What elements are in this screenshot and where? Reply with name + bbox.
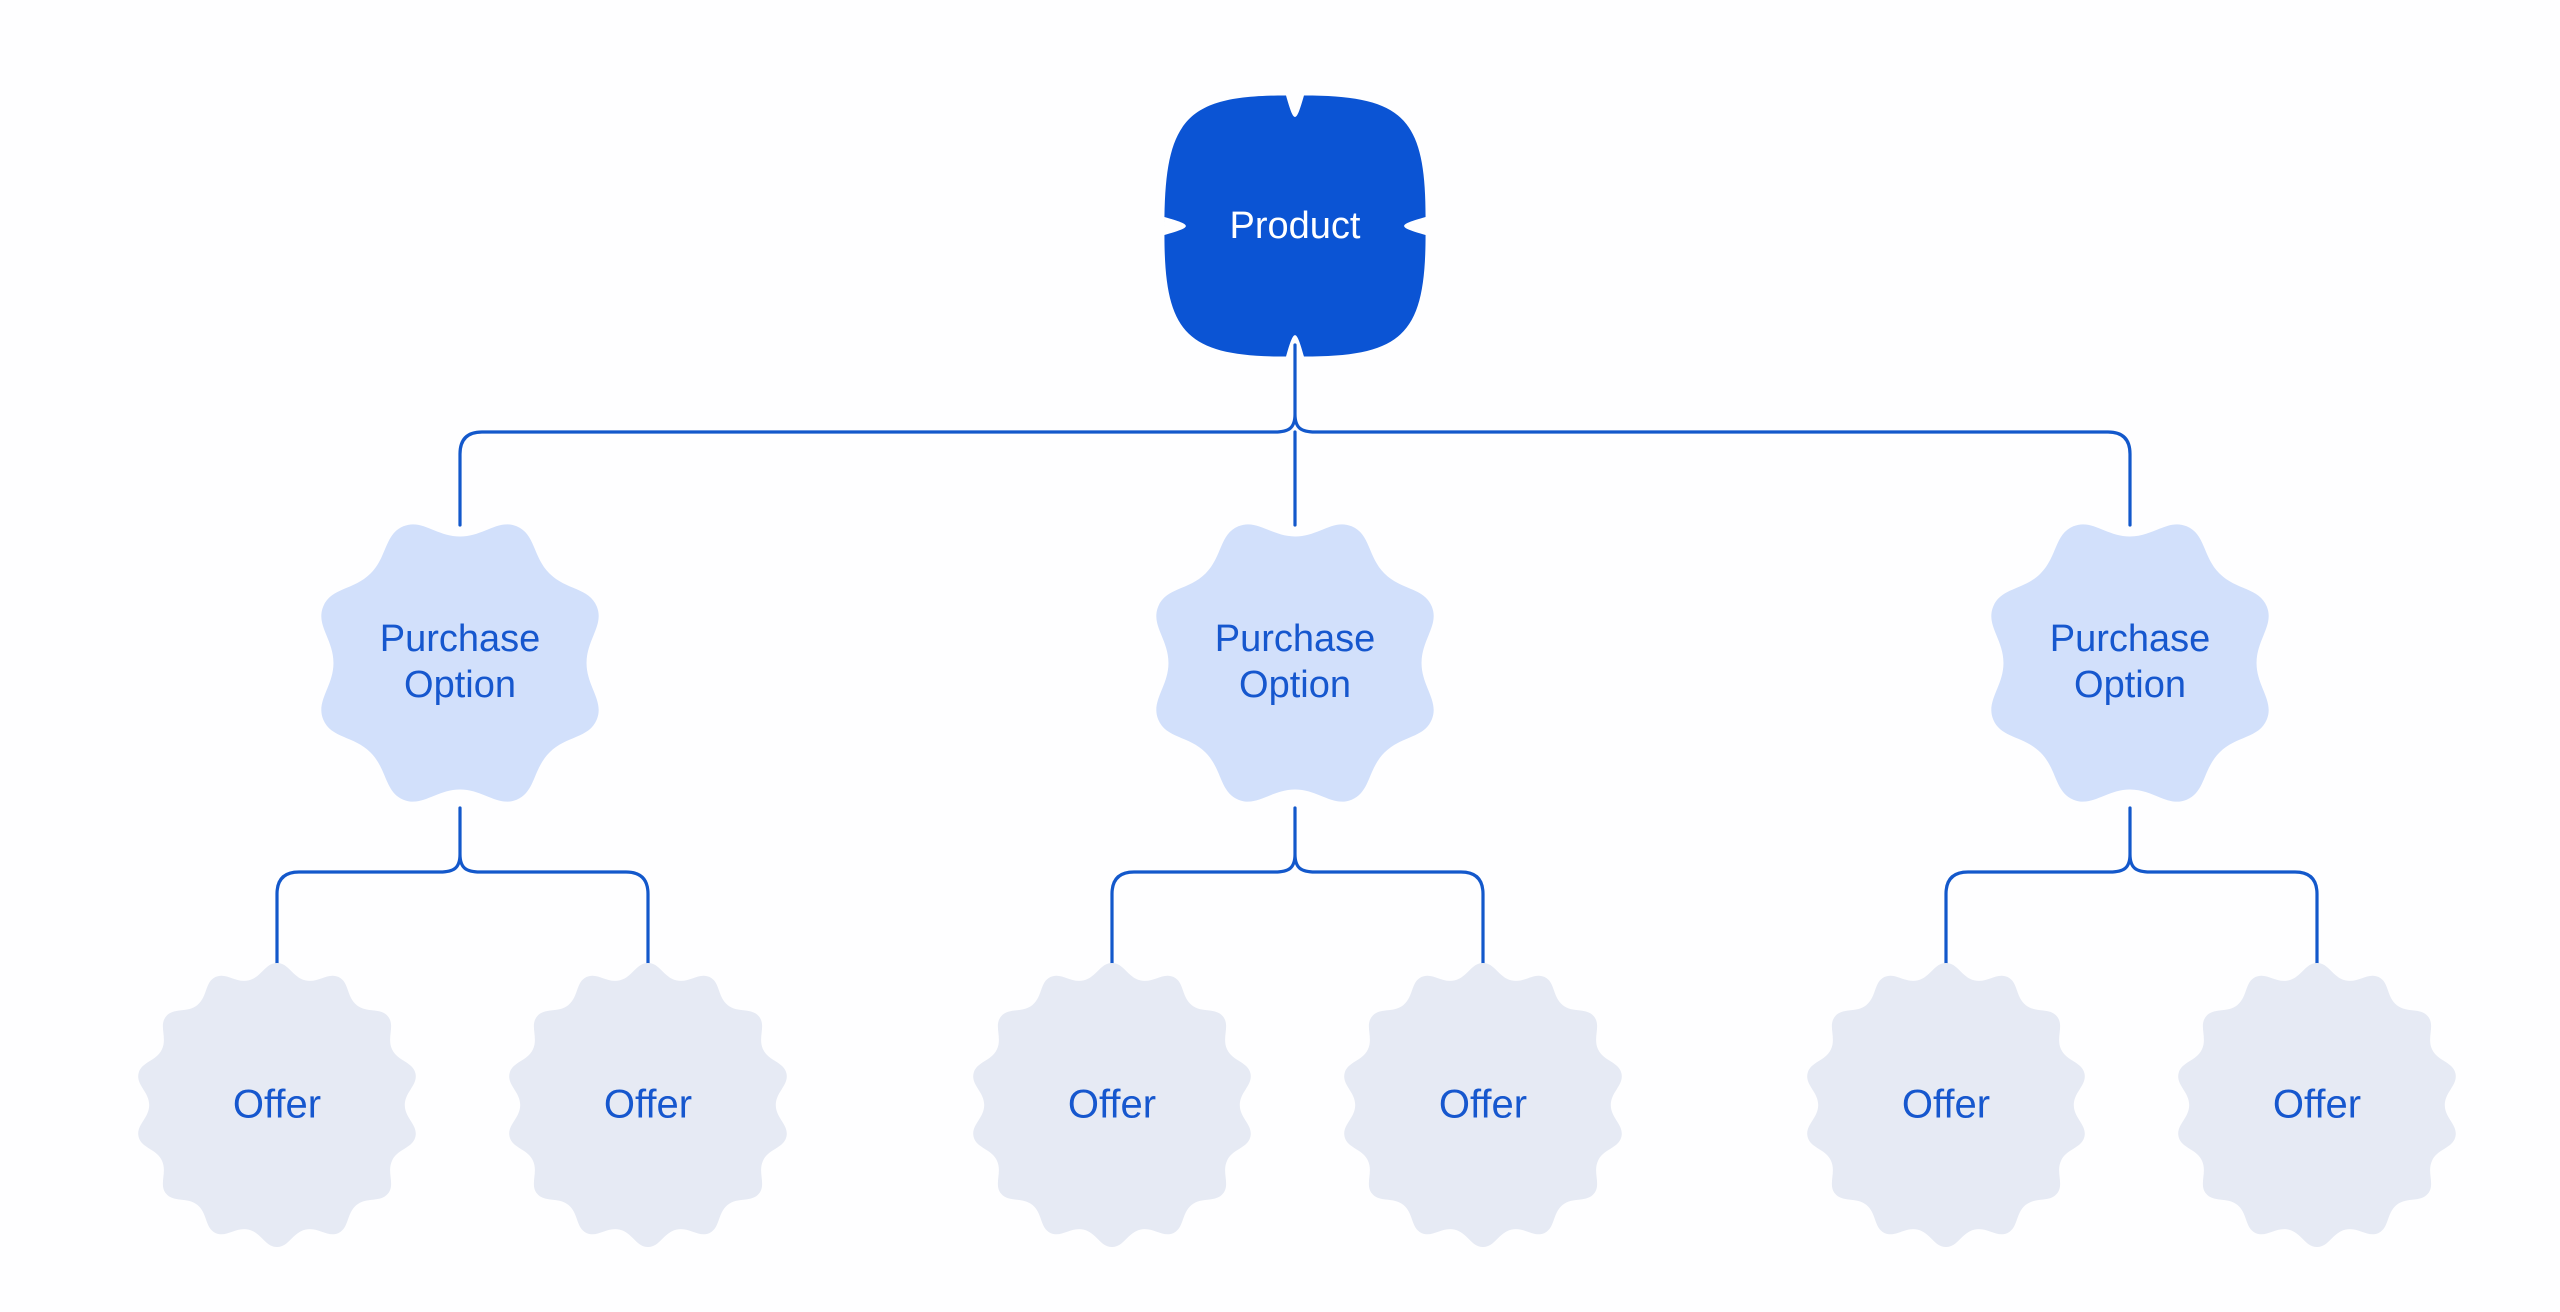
- node-offer-6-shape: [2178, 963, 2456, 1247]
- node-product-shape: [1164, 95, 1426, 357]
- connector-layer: [275, 343, 2319, 972]
- node-offer-1-label: Offer: [233, 1083, 321, 1127]
- node-offer-6-label: Offer: [2273, 1083, 2361, 1127]
- node-offer-3-shape: [973, 963, 1251, 1247]
- node-offer-2-label: Offer: [604, 1083, 692, 1127]
- node-product-label: Product: [1230, 205, 1361, 247]
- node-purchase-option-1-shape: [321, 524, 599, 802]
- connector-option-3-to-offers: [1944, 806, 2319, 972]
- connector-option-2-to-offers: [1110, 806, 1485, 972]
- node-layer: ProductPurchaseOptionPurchaseOptionPurch…: [138, 95, 2456, 1247]
- connector-option-1-to-offers: [275, 806, 650, 972]
- node-purchase-option-1-label-line2: Option: [404, 664, 516, 706]
- node-offer-5-shape: [1807, 963, 2085, 1247]
- node-offer-1-shape: [138, 963, 416, 1247]
- node-purchase-option-3-label-line1: Purchase: [2050, 618, 2211, 660]
- node-purchase-option-3-label-line2: Option: [2074, 664, 2186, 706]
- node-offer-3-label: Offer: [1068, 1083, 1156, 1127]
- node-purchase-option-2-shape: [1156, 524, 1434, 802]
- node-offer-4-shape: [1344, 963, 1622, 1247]
- node-offer-5-label: Offer: [1902, 1083, 1990, 1127]
- node-purchase-option-2-label-line1: Purchase: [1215, 618, 1376, 660]
- node-offer-2-shape: [509, 963, 787, 1247]
- node-offer-4-label: Offer: [1439, 1083, 1527, 1127]
- connector-root-to-options: [458, 343, 2132, 527]
- node-purchase-option-3-shape: [1991, 524, 2269, 802]
- node-purchase-option-2-label-line2: Option: [1239, 664, 1351, 706]
- node-purchase-option-1-label-line1: Purchase: [380, 618, 541, 660]
